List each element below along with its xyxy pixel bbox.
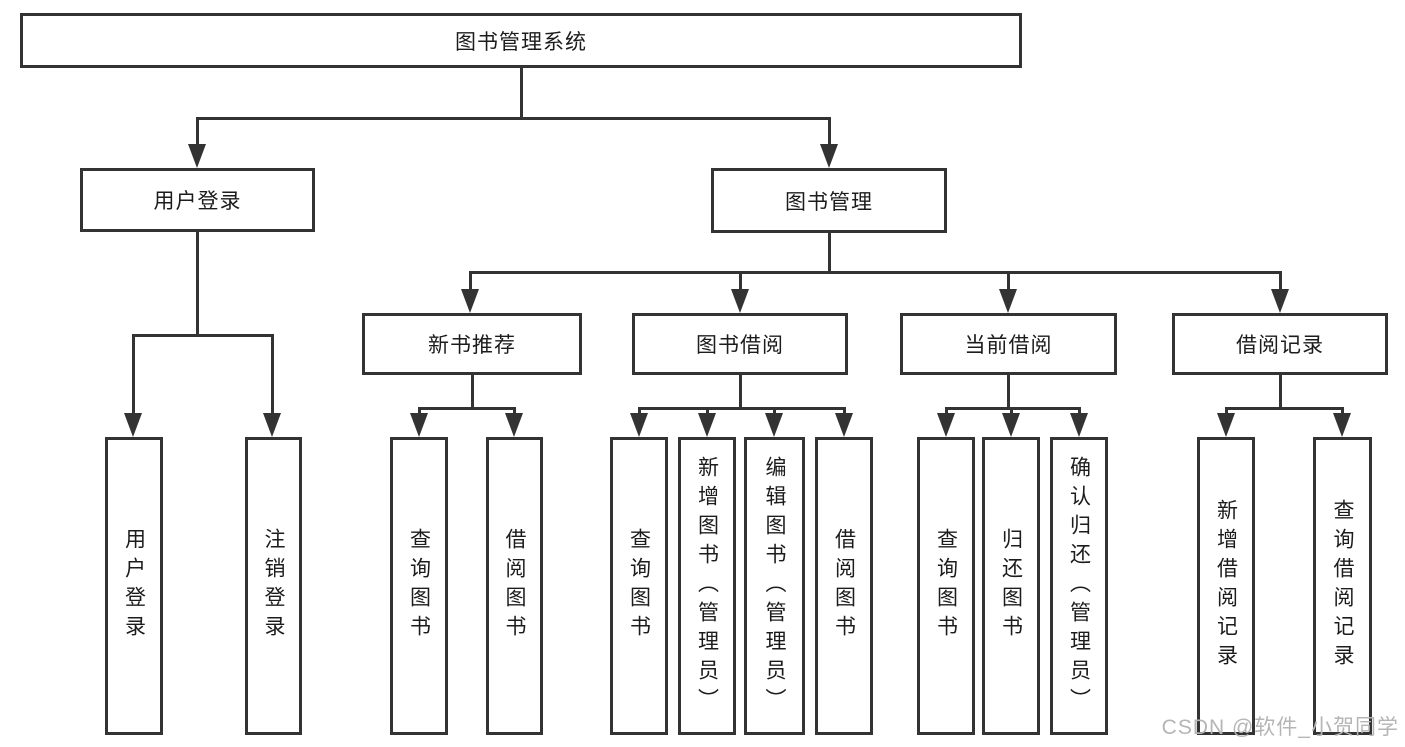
node-label: 图书管理系统 — [455, 30, 587, 54]
node-label: 查询图书 — [627, 528, 651, 644]
arrow-down-icon — [263, 413, 281, 437]
connector-bar — [1224, 406, 1344, 410]
arrow-down-icon — [410, 413, 428, 437]
arrow-stem — [827, 118, 831, 148]
node-label: 新增图书（管理员） — [695, 455, 719, 717]
node-leaf-query-books-3: 查询图书 — [917, 437, 975, 735]
arrow-down-icon — [1217, 413, 1235, 437]
connector-bar — [944, 406, 1081, 410]
connector-stem — [519, 68, 523, 119]
connector-stem — [827, 233, 831, 273]
arrow-down-icon — [999, 289, 1017, 313]
node-borrowing-records: 借阅记录 — [1172, 313, 1388, 375]
arrow-down-icon — [835, 413, 853, 437]
arrow-down-icon — [124, 413, 142, 437]
node-current-borrowing: 当前借阅 — [900, 313, 1117, 375]
arrow-stem — [705, 408, 709, 417]
arrow-stem — [1224, 408, 1228, 417]
arrow-stem — [1006, 272, 1010, 293]
node-label: 用户登录 — [153, 190, 242, 213]
node-label: 查询图书 — [407, 528, 431, 644]
node-label: 新增借阅记录 — [1214, 499, 1238, 673]
connector-stem — [1278, 375, 1282, 409]
arrow-down-icon — [731, 289, 749, 313]
arrow-down-icon — [820, 144, 838, 168]
node-label: 编辑图书（管理员） — [763, 455, 786, 717]
node-leaf-add-book-admin: 新增图书（管理员） — [678, 437, 736, 735]
connector-stem — [1006, 375, 1010, 409]
watermark-text: CSDN @软件_小贺同学 — [1161, 716, 1399, 739]
node-leaf-edit-book-admin: 编辑图书（管理员） — [744, 437, 805, 735]
node-leaf-query-books-2: 查询图书 — [610, 437, 668, 735]
node-label: 用户登录 — [122, 528, 146, 644]
arrow-stem — [468, 272, 472, 293]
connector-stem — [195, 232, 199, 336]
node-leaf-user-login: 用户登录 — [105, 437, 163, 735]
node-label: 当前借阅 — [964, 334, 1053, 357]
arrow-down-icon — [1333, 413, 1351, 437]
connector-bar — [131, 333, 274, 337]
node-label: 注销登录 — [262, 528, 285, 644]
node-label: 确认归还（管理员） — [1067, 455, 1091, 717]
arrow-stem — [738, 272, 742, 293]
arrow-stem — [1340, 408, 1344, 417]
arrow-stem — [842, 408, 846, 417]
connector-stem — [738, 375, 742, 409]
arrow-down-icon — [505, 413, 523, 437]
node-label: 图书借阅 — [696, 334, 784, 357]
node-new-book-recommend: 新书推荐 — [362, 313, 582, 375]
node-leaf-return-book: 归还图书 — [982, 437, 1040, 735]
node-leaf-confirm-return-admin: 确认归还（管理员） — [1050, 437, 1108, 735]
arrow-stem — [1077, 408, 1081, 417]
node-root: 图书管理系统 — [20, 13, 1022, 68]
arrow-down-icon — [1002, 413, 1020, 437]
connector-bar — [637, 406, 846, 410]
arrow-stem — [637, 408, 641, 417]
arrow-stem — [131, 335, 135, 417]
arrow-stem — [195, 118, 199, 148]
arrow-down-icon — [1070, 413, 1088, 437]
connector-stem — [470, 375, 474, 409]
arrow-stem — [772, 408, 776, 417]
node-label: 借阅图书 — [503, 528, 526, 644]
node-book-borrowing: 图书借阅 — [632, 313, 848, 375]
arrow-down-icon — [937, 413, 955, 437]
arrow-stem — [417, 408, 421, 417]
connector-bar — [195, 116, 831, 120]
node-leaf-query-books-1: 查询图书 — [390, 437, 448, 735]
node-label: 图书管理 — [785, 190, 873, 214]
arrow-down-icon — [698, 413, 716, 437]
node-label: 借阅记录 — [1236, 334, 1324, 357]
arrow-stem — [944, 408, 948, 417]
arrow-down-icon — [461, 289, 479, 313]
arrow-down-icon — [630, 413, 648, 437]
node-label: 新书推荐 — [428, 334, 516, 357]
node-label: 借阅图书 — [832, 528, 856, 644]
connector-bar — [468, 270, 1282, 274]
arrow-down-icon — [1271, 289, 1289, 313]
node-label: 归还图书 — [999, 528, 1023, 644]
node-leaf-borrow-books-1: 借阅图书 — [486, 437, 543, 735]
arrow-stem — [270, 335, 274, 417]
node-user-login: 用户登录 — [80, 168, 315, 232]
arrow-stem — [512, 408, 516, 417]
node-leaf-borrow-books-2: 借阅图书 — [815, 437, 873, 735]
arrow-stem — [1009, 408, 1013, 417]
node-label: 查询图书 — [934, 528, 958, 644]
node-leaf-logout: 注销登录 — [245, 437, 302, 735]
node-label: 查询借阅记录 — [1331, 499, 1354, 673]
node-book-management: 图书管理 — [711, 168, 947, 233]
node-leaf-add-borrow-record: 新增借阅记录 — [1197, 437, 1255, 735]
connector-bar — [417, 406, 516, 410]
arrow-down-icon — [188, 144, 206, 168]
arrow-down-icon — [765, 413, 783, 437]
node-leaf-query-borrow-record: 查询借阅记录 — [1313, 437, 1372, 735]
arrow-stem — [1278, 272, 1282, 293]
